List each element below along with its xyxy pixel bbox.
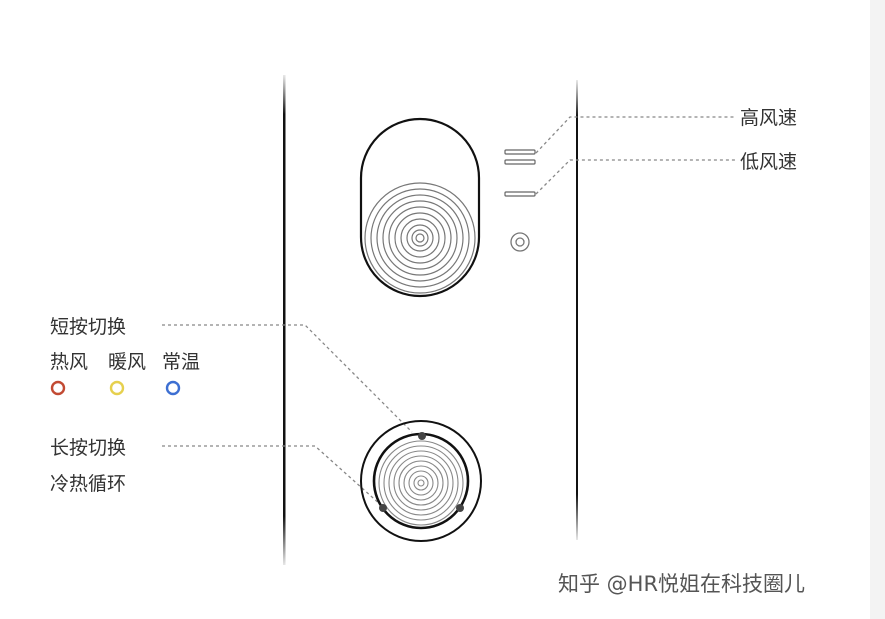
ring	[408, 470, 434, 496]
ring	[400, 218, 440, 258]
label-mode-normal: 常温	[162, 351, 200, 373]
ring	[364, 182, 476, 294]
power-indicator-icon	[510, 232, 530, 252]
normal-mode-indicator-icon	[165, 380, 181, 396]
mode-dot	[379, 504, 387, 512]
speed-indicator-high	[504, 149, 536, 165]
ring	[394, 212, 446, 264]
ring	[388, 450, 454, 516]
ring	[383, 445, 459, 521]
ring	[406, 224, 434, 252]
label-mode-warm: 暖风	[108, 351, 146, 373]
top-pill-button	[359, 117, 481, 298]
mode-dot	[456, 504, 464, 512]
device-right-edge	[576, 80, 578, 540]
leader-lines	[162, 116, 735, 507]
ring	[376, 194, 464, 282]
ring	[388, 206, 452, 270]
ring	[411, 229, 429, 247]
speed-indicator-low	[504, 191, 536, 197]
ring	[415, 233, 425, 243]
ring	[398, 460, 444, 506]
label-long-press-2: 冷热循环	[50, 473, 126, 495]
ring	[413, 475, 429, 491]
ring	[403, 465, 439, 501]
mode-dot	[418, 432, 426, 440]
right-edge-strip	[870, 0, 885, 619]
ring	[382, 200, 458, 276]
label-low-speed: 低风速	[740, 151, 797, 173]
label-short-press: 短按切换	[50, 316, 126, 338]
mode-button	[360, 420, 482, 542]
label-mode-hot: 热风	[50, 351, 88, 373]
watermark: 知乎 @HR悦姐在科技圈儿	[558, 572, 805, 596]
hot-mode-indicator-icon	[50, 380, 66, 396]
label-high-speed: 高风速	[740, 107, 797, 129]
ring	[393, 455, 449, 511]
label-long-press-1: 长按切换	[50, 437, 126, 459]
ring	[378, 440, 464, 526]
ring	[370, 188, 470, 288]
ring	[417, 479, 425, 487]
device-left-edge	[283, 75, 286, 565]
warm-mode-indicator-icon	[109, 380, 125, 396]
